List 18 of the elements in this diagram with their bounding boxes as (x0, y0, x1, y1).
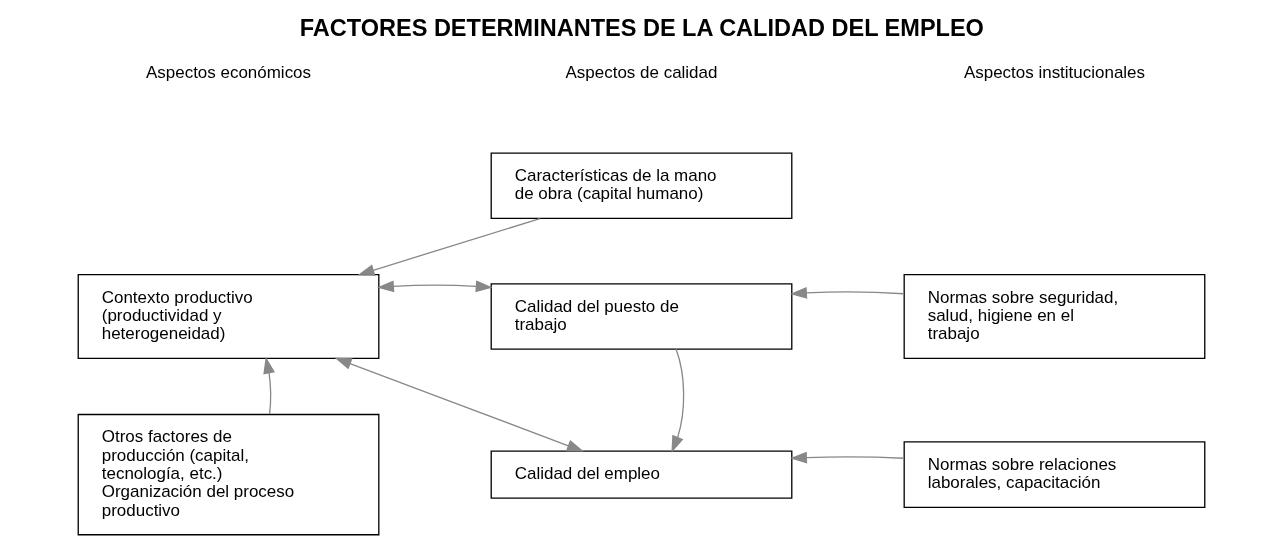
node-box: Otros factores de producción (capital, tecnología, etc.) Organización del proceso productivo (77, 413, 380, 536)
arrow (334, 357, 584, 452)
arrow (789, 451, 905, 464)
label: Aspectos de calidad (565, 62, 718, 82)
arrow (357, 217, 541, 276)
label: Aspectos económicos (145, 62, 312, 82)
node-box: Normas sobre seguridad, salud, higiene en el trabajo (903, 274, 1206, 359)
node-box: Características de la mano de obra (capital humano) (490, 152, 793, 220)
node-box: Contexto productivo (productividad y heterogeneidad) (77, 274, 380, 359)
arrow (671, 348, 685, 453)
arrow (377, 280, 493, 293)
arrow (263, 356, 275, 415)
diagram-title: FACTORES DETERMINANTES DE LA CALIDAD DEL EMPLEO (299, 15, 984, 42)
node-box: Normas sobre relaciones laborales, capacitación (903, 441, 1206, 508)
label: Aspectos institucionales (963, 62, 1146, 82)
arrow (789, 287, 905, 299)
node-box: Calidad del empleo (490, 450, 793, 499)
node-box: Calidad del puesto de trabajo (490, 283, 793, 350)
